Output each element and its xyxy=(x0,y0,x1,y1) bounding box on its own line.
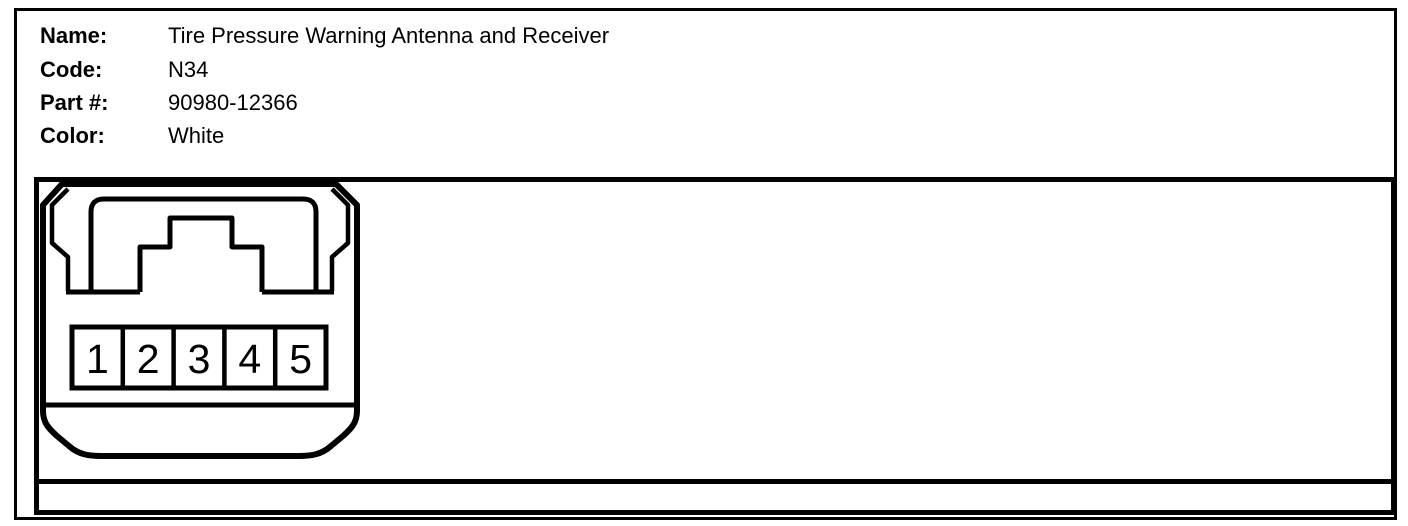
info-row-code: Code: N34 xyxy=(0,58,1408,82)
pin-number-1: 1 xyxy=(86,336,109,382)
pin-cell-dividers xyxy=(120,327,278,388)
field-value-code: N34 xyxy=(168,57,209,82)
field-label-name: Name: xyxy=(40,23,108,48)
info-row-color: Color: White xyxy=(0,124,1408,148)
pin-number-2: 2 xyxy=(137,336,160,382)
field-label-part-number: Part #: xyxy=(40,90,109,115)
field-value-name: Tire Pressure Warning Antenna and Receiv… xyxy=(168,23,610,48)
panel-row-divider xyxy=(34,479,1396,484)
info-row-name: Name: Tire Pressure Warning Antenna and … xyxy=(0,24,1408,48)
field-label-color: Color: xyxy=(40,123,105,148)
pin-number-5: 5 xyxy=(289,336,312,382)
cavity-outline xyxy=(88,196,319,292)
pin-row-frame xyxy=(69,324,329,391)
info-row-part-number: Part #: 90980-12366 xyxy=(0,91,1408,115)
left-rail-outline xyxy=(49,187,71,291)
field-value-color: White xyxy=(168,123,225,148)
field-label-code: Code: xyxy=(40,57,103,82)
connector-diagram: 1 2 3 4 5 xyxy=(40,181,360,459)
pin-number-3: 3 xyxy=(188,336,211,382)
key-tower-outline xyxy=(137,215,265,292)
right-rail-outline xyxy=(329,187,351,291)
empty-terminal-row xyxy=(39,484,1391,510)
field-value-part-number: 90980-12366 xyxy=(168,90,298,115)
pin-number-4: 4 xyxy=(238,336,261,382)
